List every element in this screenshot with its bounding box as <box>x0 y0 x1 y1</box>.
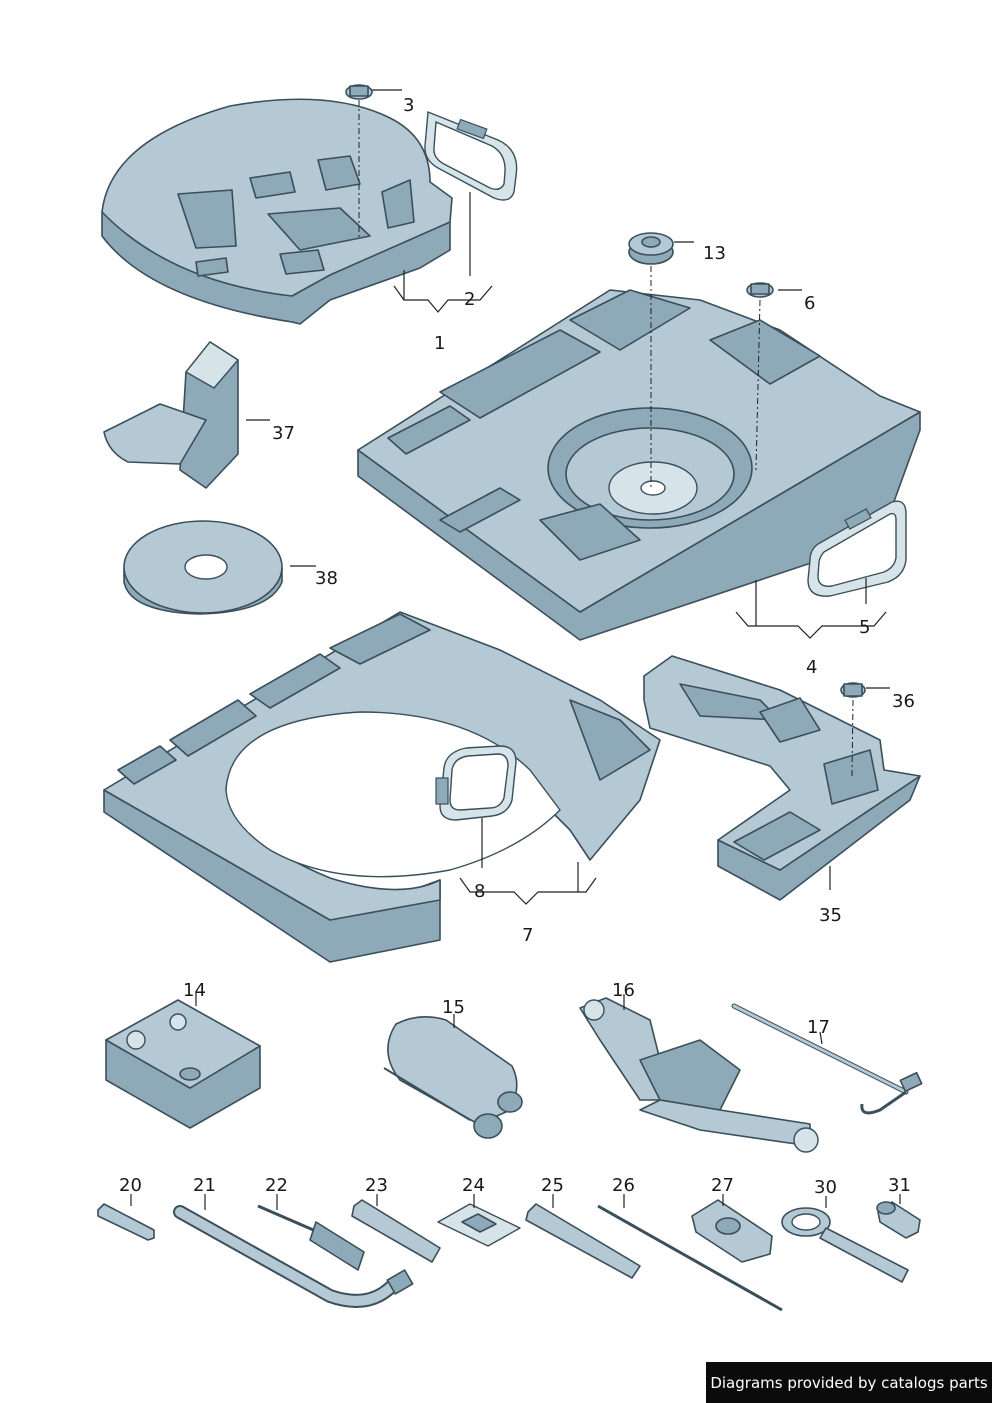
part-20-clip[interactable] <box>97 1203 155 1241</box>
part-13-wing-nut[interactable] <box>628 232 674 265</box>
part-35-foam-piece[interactable] <box>643 655 921 901</box>
callout-37: 37 <box>272 423 295 444</box>
part-31-socket[interactable] <box>876 1201 921 1239</box>
part-37-bracket[interactable] <box>103 341 239 489</box>
part-2-strap[interactable] <box>424 111 518 201</box>
callout-25: 25 <box>541 1175 564 1196</box>
callout-36: 36 <box>892 691 915 712</box>
callout-20: 20 <box>119 1175 142 1196</box>
callout-1: 1 <box>434 333 446 354</box>
callout-3: 3 <box>403 95 415 116</box>
callout-13: 13 <box>703 243 726 264</box>
callout-27: 27 <box>711 1175 734 1196</box>
callout-7: 7 <box>522 925 534 946</box>
part-6-nut[interactable] <box>746 282 774 298</box>
callout-23: 23 <box>365 1175 388 1196</box>
callout-17: 17 <box>807 1017 830 1038</box>
part-3-nut[interactable] <box>345 84 373 100</box>
callout-35: 35 <box>819 905 842 926</box>
part-36-nut[interactable] <box>840 682 866 698</box>
part-30-tow-eye[interactable] <box>781 1207 909 1283</box>
callout-2: 2 <box>464 289 476 310</box>
part-4-large-foam-tray[interactable] <box>357 289 921 641</box>
part-15-cylinder[interactable] <box>383 1016 523 1139</box>
callout-38: 38 <box>315 568 338 589</box>
callout-21: 21 <box>193 1175 216 1196</box>
callout-16: 16 <box>612 980 635 1001</box>
part-38-disc[interactable] <box>123 520 283 615</box>
callout-30: 30 <box>814 1177 837 1198</box>
callout-14: 14 <box>183 980 206 1001</box>
part-36-centerline <box>851 699 854 777</box>
callout-22: 22 <box>265 1175 288 1196</box>
part-25-tool[interactable] <box>525 1203 641 1279</box>
callout-24: 24 <box>462 1175 485 1196</box>
part-16-scissor-jack[interactable] <box>579 997 819 1153</box>
part-6-centerline <box>755 299 761 471</box>
part-24-plate[interactable] <box>437 1203 521 1247</box>
part-26-rod[interactable] <box>597 1204 783 1312</box>
callout-31: 31 <box>888 1175 911 1196</box>
part-21-bent-rod[interactable] <box>173 1205 414 1308</box>
credit-text: Diagrams provided by catalogs parts <box>710 1373 988 1392</box>
part-14-compressor-box[interactable] <box>105 999 261 1129</box>
part-27-adapter[interactable] <box>691 1199 773 1263</box>
part-22-screwdriver[interactable] <box>257 1204 365 1271</box>
leader-lines <box>130 89 901 1210</box>
part-17-rod[interactable] <box>731 1003 923 1115</box>
callout-6: 6 <box>804 293 816 314</box>
part-23-tube[interactable] <box>351 1199 441 1263</box>
callout-4: 4 <box>806 657 818 678</box>
part-1-round-foam-tray[interactable] <box>101 98 453 325</box>
part-5-strap[interactable] <box>807 500 907 597</box>
part-8-strap[interactable] <box>435 745 517 821</box>
callout-8: 8 <box>474 881 486 902</box>
callout-26: 26 <box>612 1175 635 1196</box>
callout-5: 5 <box>859 617 871 638</box>
credit-banner: Diagrams provided by catalogs parts <box>706 1362 992 1403</box>
callout-15: 15 <box>442 997 465 1018</box>
part-7-ring-foam-tray[interactable] <box>103 611 661 963</box>
